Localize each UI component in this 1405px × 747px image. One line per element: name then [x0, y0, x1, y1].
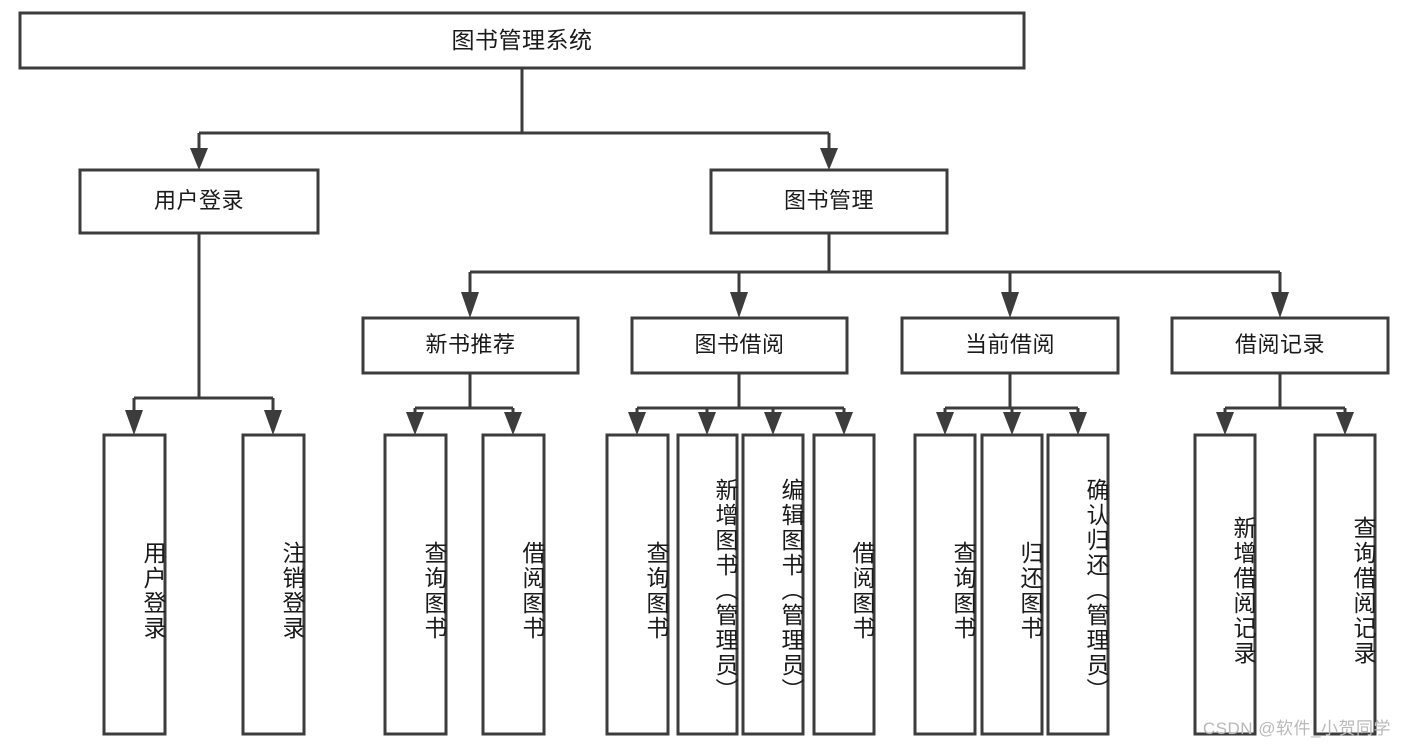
node-box-leaf-user-login[interactable] [102, 433, 167, 736]
connector-group-new-book-recommend [406, 373, 522, 435]
arrow-head-leaf-confirm-return [1069, 412, 1087, 435]
arrow-head-leaf-return-book [1003, 412, 1021, 435]
connector-group-current-borrow [936, 373, 1087, 435]
connector-group-root [190, 68, 838, 170]
arrow-head-leaf-edit-book [764, 412, 782, 435]
node-box-leaf-add-record[interactable] [1193, 433, 1257, 736]
arrow-head-leaf-borrow-book-1 [504, 412, 522, 435]
node-box-leaf-query-book-3[interactable] [913, 433, 977, 736]
node-box-current-borrow[interactable] [900, 316, 1120, 375]
node-box-leaf-edit-book[interactable] [741, 433, 805, 736]
node-box-leaf-confirm-return[interactable] [1046, 433, 1110, 736]
node-box-leaf-return-book[interactable] [980, 433, 1044, 736]
arrow-head-user-login [190, 148, 208, 170]
node-box-leaf-query-book-2[interactable] [605, 433, 670, 736]
arrow-head-leaf-add-book [698, 412, 716, 435]
arrow-head-leaf-user-login [125, 410, 143, 435]
node-box-leaf-borrow-book-2[interactable] [812, 433, 876, 736]
node-box-leaf-add-book[interactable] [676, 433, 739, 736]
arrow-head-leaf-query-record [1336, 412, 1354, 435]
arrow-head-leaf-query-book-2 [628, 412, 646, 435]
node-box-user-login[interactable] [78, 168, 320, 235]
arrow-head-leaf-logout-login [264, 410, 282, 435]
node-box-leaf-query-record[interactable] [1313, 433, 1377, 736]
node-box-leaf-borrow-book-1[interactable] [481, 433, 546, 736]
watermark-text: CSDN @软件_小贺同学 [1202, 719, 1391, 738]
arrow-head-leaf-query-book-1 [406, 412, 424, 435]
node-box-borrow-record[interactable] [1170, 316, 1390, 375]
node-box-book-manage[interactable] [709, 168, 949, 235]
connector-group-book-manage [461, 233, 1289, 318]
connector-group-borrow-record [1216, 373, 1354, 435]
node-box-new-book-recommend[interactable] [361, 316, 580, 375]
node-box-leaf-query-book-1[interactable] [383, 433, 448, 736]
arrow-head-leaf-query-book-3 [936, 412, 954, 435]
arrow-head-current-borrow [1001, 292, 1019, 318]
connector-group-book-borrow [628, 373, 853, 435]
node-box-book-borrow[interactable] [630, 316, 849, 375]
arrow-head-new-book-recommend [461, 292, 479, 318]
arrow-head-leaf-add-record [1216, 412, 1234, 435]
arrow-head-leaf-borrow-book-2 [835, 412, 853, 435]
node-box-root[interactable] [18, 11, 1026, 70]
node-box-leaf-logout-login[interactable] [241, 433, 306, 736]
arrow-head-book-borrow [730, 292, 748, 318]
arrow-head-borrow-record [1271, 292, 1289, 318]
arrow-head-book-manage [820, 148, 838, 170]
connector-group-user-login [125, 233, 282, 435]
